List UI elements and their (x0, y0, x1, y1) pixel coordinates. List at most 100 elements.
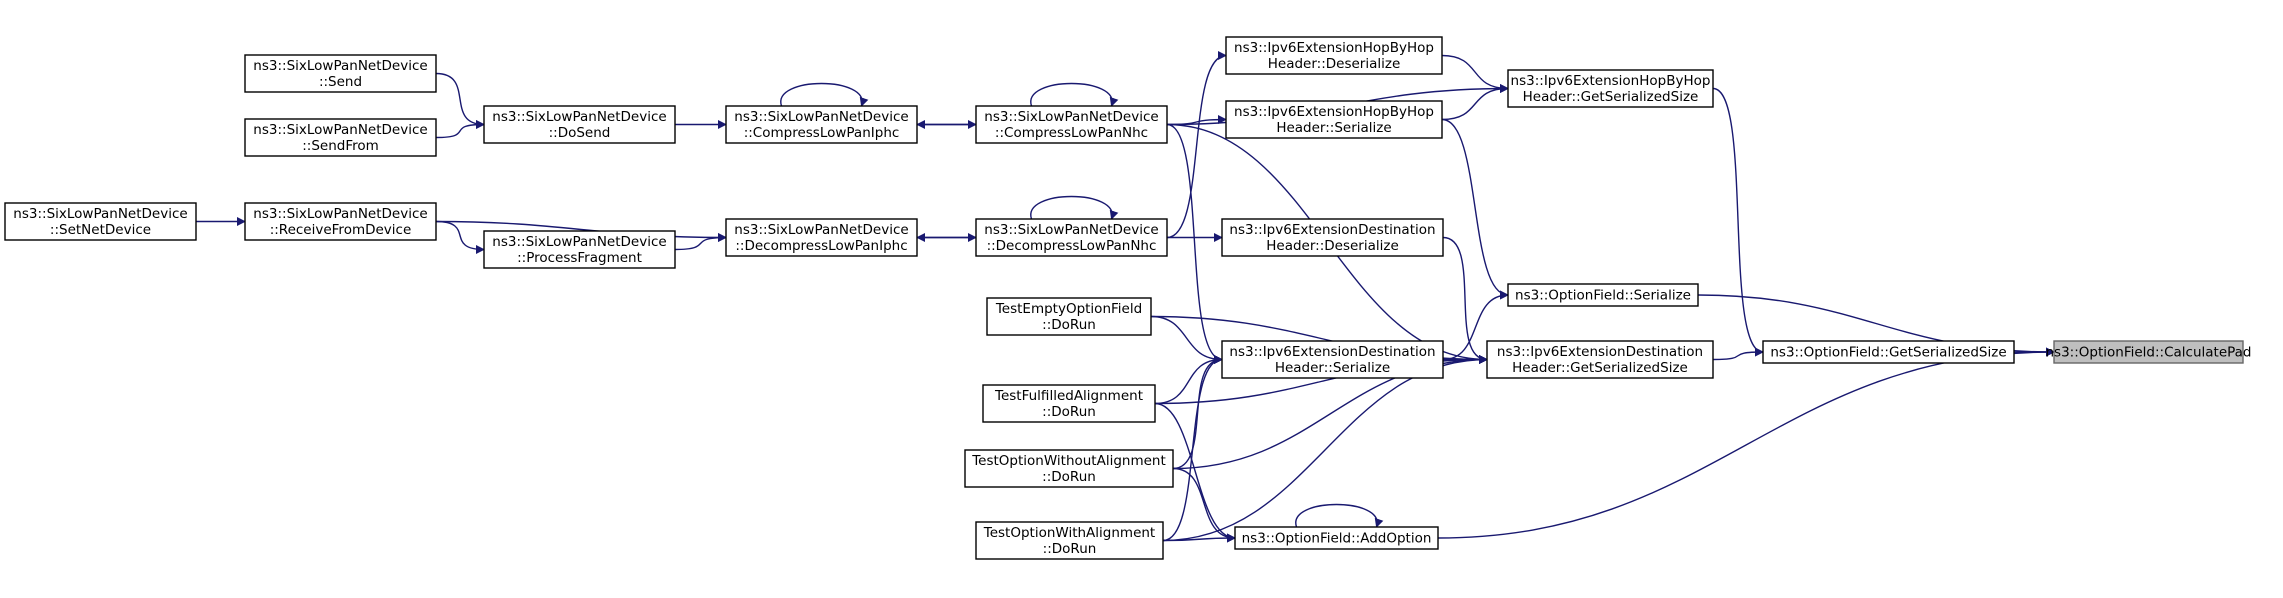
node-box[interactable] (483, 230, 676, 269)
edge-twithout-to-addopt (1172, 467, 1236, 543)
node-box[interactable] (244, 118, 437, 157)
node-decnhc[interactable]: ns3::SixLowPanNetDevice::DecompressLowPa… (975, 218, 1168, 257)
node-box[interactable] (244, 202, 437, 241)
node-twithout[interactable]: TestOptionWithoutAlignment::DoRun (964, 449, 1174, 488)
node-optgss[interactable]: ns3::OptionField::GetSerializedSize (1762, 340, 2015, 364)
node-calcpad[interactable]: ns3::OptionField::CalculatePad (2045, 340, 2252, 364)
node-label: ns3::Ipv6ExtensionDestination (1229, 344, 1435, 360)
node-label: Header::Deserialize (1268, 56, 1401, 72)
edge-decnhc-to-hbhdes (1166, 51, 1227, 239)
edge-dstser-to-optser (1442, 290, 1509, 361)
node-box[interactable] (725, 105, 918, 144)
node-sendfrom[interactable]: ns3::SixLowPanNetDevice::SendFrom (244, 118, 437, 157)
node-label: ns3::OptionField::GetSerializedSize (1770, 345, 2006, 361)
node-send[interactable]: ns3::SixLowPanNetDevice::Send (244, 54, 437, 93)
node-label: Header::GetSerializedSize (1523, 89, 1699, 105)
node-label: ns3::Ipv6ExtensionHopByHop (1234, 40, 1434, 56)
node-tempty[interactable]: TestEmptyOptionField::DoRun (986, 297, 1152, 336)
edge-cmpnhc-to-hbhser (1166, 115, 1227, 126)
node-label: Header::Deserialize (1266, 238, 1399, 254)
node-label: Header::GetSerializedSize (1512, 360, 1688, 376)
node-box[interactable] (1225, 36, 1443, 75)
node-box[interactable] (975, 218, 1168, 257)
edge-decnhc-to-decnhc (1030, 195, 1119, 220)
node-box[interactable] (982, 384, 1156, 423)
edge-addopt-to-calcpad (1437, 347, 2055, 539)
node-box[interactable] (1486, 340, 1714, 379)
node-hbhser[interactable]: ns3::Ipv6ExtensionHopByHopHeader::Serial… (1225, 100, 1443, 139)
node-box[interactable] (244, 54, 437, 93)
node-label: ns3::SixLowPanNetDevice (734, 222, 908, 238)
node-label: ns3::SixLowPanNetDevice (253, 206, 427, 222)
node-box[interactable] (725, 218, 918, 257)
node-label: ns3::SixLowPanNetDevice (492, 234, 666, 250)
node-label: ::DoRun (1042, 404, 1096, 420)
node-optser[interactable]: ns3::OptionField::Serialize (1507, 283, 1699, 307)
node-dstser[interactable]: ns3::Ipv6ExtensionDestinationHeader::Ser… (1221, 340, 1444, 379)
edge-twith-to-dstser (1162, 355, 1223, 542)
node-box[interactable] (1507, 69, 1714, 108)
node-label: ns3::OptionField::AddOption (1242, 531, 1432, 547)
node-tfulfil[interactable]: TestFulfilledAlignment::DoRun (982, 384, 1156, 423)
node-box[interactable] (1507, 283, 1699, 307)
node-box[interactable] (1234, 526, 1439, 550)
node-procfrag[interactable]: ns3::SixLowPanNetDevice::ProcessFragment (483, 230, 676, 269)
node-box[interactable] (964, 449, 1174, 488)
edge-recv-to-deciphc (435, 220, 727, 242)
node-box[interactable] (2053, 340, 2244, 364)
edge-addopt-to-addopt (1295, 503, 1384, 528)
node-label: ::ReceiveFromDevice (270, 222, 412, 238)
edge-dstgss-to-optgss (1712, 347, 1764, 361)
node-cmpnhc[interactable]: ns3::SixLowPanNetDevice::CompressLowPanN… (975, 105, 1168, 144)
node-label: ns3::Ipv6ExtensionDestination (1229, 222, 1435, 238)
edge-twith-to-dstgss (1162, 355, 1488, 542)
edge-cmpiphc-to-cmpiphc (780, 82, 869, 107)
node-label: ::DoSend (549, 125, 611, 141)
node-box[interactable] (975, 105, 1168, 144)
node-box[interactable] (483, 105, 676, 144)
node-box[interactable] (1221, 340, 1444, 379)
edge-procfrag-to-deciphc (674, 233, 727, 251)
node-box[interactable] (4, 202, 197, 241)
node-box[interactable] (1221, 218, 1444, 257)
node-twith[interactable]: TestOptionWithAlignment::DoRun (975, 521, 1164, 560)
node-label: Header::Serialize (1276, 120, 1391, 136)
node-cmpiphc[interactable]: ns3::SixLowPanNetDevice::CompressLowPanI… (725, 105, 918, 144)
edge-recv-to-procfrag (435, 220, 485, 254)
edge-cmpnhc-to-cmpnhc (1030, 82, 1119, 107)
node-recv[interactable]: ns3::SixLowPanNetDevice::ReceiveFromDevi… (244, 202, 437, 241)
node-label: ns3::OptionField::Serialize (1515, 288, 1691, 304)
edge-hbhser-to-hbhgss (1441, 84, 1509, 121)
node-dstdes[interactable]: ns3::Ipv6ExtensionDestinationHeader::Des… (1221, 218, 1444, 257)
node-box[interactable] (1225, 100, 1443, 139)
node-box[interactable] (975, 521, 1164, 560)
node-label: ::DoRun (1042, 469, 1096, 485)
node-label: ::SetNetDevice (50, 222, 151, 238)
node-label: TestFulfilledAlignment (994, 388, 1143, 404)
node-setnet[interactable]: ns3::SixLowPanNetDevice::SetNetDevice (4, 202, 197, 241)
node-dosend[interactable]: ns3::SixLowPanNetDevice::DoSend (483, 105, 676, 144)
node-label: TestEmptyOptionField (995, 301, 1142, 317)
node-label: ::CompressLowPanNhc (995, 125, 1148, 141)
node-label: ns3::Ipv6ExtensionHopByHop (1511, 73, 1711, 89)
node-label: ns3::Ipv6ExtensionHopByHop (1234, 104, 1434, 120)
node-label: ns3::SixLowPanNetDevice (492, 109, 666, 125)
node-addopt[interactable]: ns3::OptionField::AddOption (1234, 526, 1439, 550)
node-deciphc[interactable]: ns3::SixLowPanNetDevice::DecompressLowPa… (725, 218, 918, 257)
edge-twith-to-addopt (1162, 533, 1236, 543)
node-label: ns3::SixLowPanNetDevice (253, 58, 427, 74)
node-dstgss[interactable]: ns3::Ipv6ExtensionDestinationHeader::Get… (1486, 340, 1714, 379)
node-label: TestOptionWithAlignment (983, 525, 1155, 541)
edge-hbhser-to-optser (1441, 118, 1509, 300)
node-box[interactable] (986, 297, 1152, 336)
edge-tfulfil-to-addopt (1154, 402, 1236, 543)
node-hbhgss[interactable]: ns3::Ipv6ExtensionHopByHopHeader::GetSer… (1507, 69, 1714, 108)
node-box[interactable] (1762, 340, 2015, 364)
node-label: TestOptionWithoutAlignment (971, 453, 1166, 469)
node-label: ::DecompressLowPanIphc (735, 238, 907, 254)
node-hbhdes[interactable]: ns3::Ipv6ExtensionHopByHopHeader::Deseri… (1225, 36, 1443, 75)
nodes-layer: ns3::OptionField::CalculatePadns3::Optio… (4, 36, 2252, 560)
node-label: ::ProcessFragment (517, 250, 642, 266)
edge-sendfrom-to-dosend (435, 120, 485, 139)
